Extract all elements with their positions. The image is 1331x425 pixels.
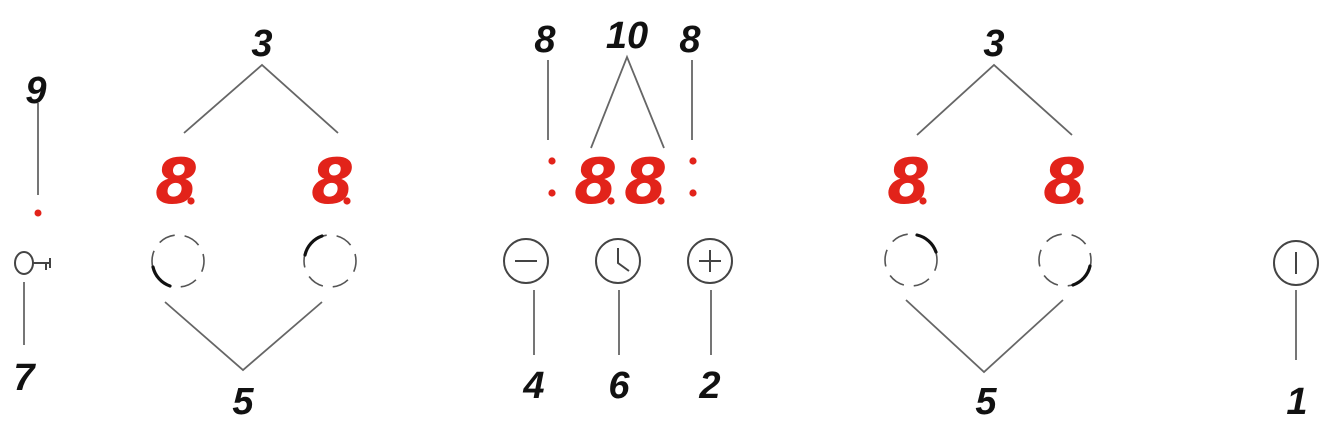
leader-5-right [905, 299, 1064, 374]
timer-units-decimal-point [657, 197, 665, 205]
leader-3-left [183, 63, 339, 134]
timer-button[interactable] [595, 238, 641, 284]
callout-2: 2 [698, 365, 720, 407]
leader-10 [590, 54, 665, 149]
timer-left-dot-top [548, 157, 556, 165]
power-icon [1273, 240, 1319, 286]
callout-7: 7 [13, 357, 36, 399]
zone-1-display: 8 [155, 145, 198, 218]
timer-tens-digit: 8 [574, 145, 617, 218]
plus-button[interactable] [687, 238, 733, 284]
zone-4-digit: 8 [1043, 145, 1086, 218]
zone-3-cooking-zone-ring-icon[interactable] [884, 233, 938, 287]
callout-1: 1 [1286, 381, 1307, 423]
key-icon[interactable] [14, 251, 51, 275]
zone-2-display: 8 [311, 145, 354, 218]
callout-8-right: 8 [679, 19, 701, 61]
zone-4-cooking-zone-ring-icon[interactable] [1038, 233, 1092, 287]
leader-lines [23, 54, 1297, 374]
callout-5-right: 5 [975, 381, 997, 423]
lock-indicator-led [34, 209, 42, 217]
callout-8-left: 8 [534, 19, 556, 61]
minus-button[interactable] [503, 238, 549, 284]
zone-3-display: 8 [887, 145, 930, 218]
callout-3-left: 3 [251, 23, 272, 65]
zone-1-cooking-zone-ring-icon[interactable] [151, 234, 205, 288]
zone-4-display: 8 [1043, 145, 1086, 218]
timer-units-digit: 8 [624, 145, 667, 218]
plus-icon [687, 238, 733, 284]
callout-6: 6 [608, 365, 630, 407]
zone-2-decimal-point [343, 197, 351, 205]
leader-3-right [916, 63, 1073, 136]
clock-icon [595, 238, 641, 284]
timer-display: 8 8 [548, 145, 697, 218]
callout-10: 10 [606, 15, 648, 57]
minus-icon [503, 238, 549, 284]
leader-5-left [164, 301, 323, 372]
zone-2-cooking-zone-ring-icon[interactable] [303, 234, 357, 288]
callout-9: 9 [25, 70, 46, 112]
timer-right-dot-bottom [689, 189, 697, 197]
callout-4: 4 [522, 365, 544, 407]
timer-tens-decimal-point [607, 197, 615, 205]
zone-3-digit: 8 [887, 145, 930, 218]
zone-1-digit: 8 [155, 145, 198, 218]
timer-left-dot-bottom [548, 189, 556, 197]
callout-numbers: 9 7 3 5 8 10 8 4 6 2 3 5 1 [13, 15, 1307, 423]
timer-right-dot-top [689, 157, 697, 165]
callout-5-left: 5 [232, 381, 254, 423]
callout-3-right: 3 [983, 23, 1004, 65]
zone-2-digit: 8 [311, 145, 354, 218]
power-button[interactable] [1273, 240, 1319, 286]
zone-4-decimal-point [1076, 197, 1084, 205]
zone-1-decimal-point [187, 197, 195, 205]
zone-3-decimal-point [919, 197, 927, 205]
